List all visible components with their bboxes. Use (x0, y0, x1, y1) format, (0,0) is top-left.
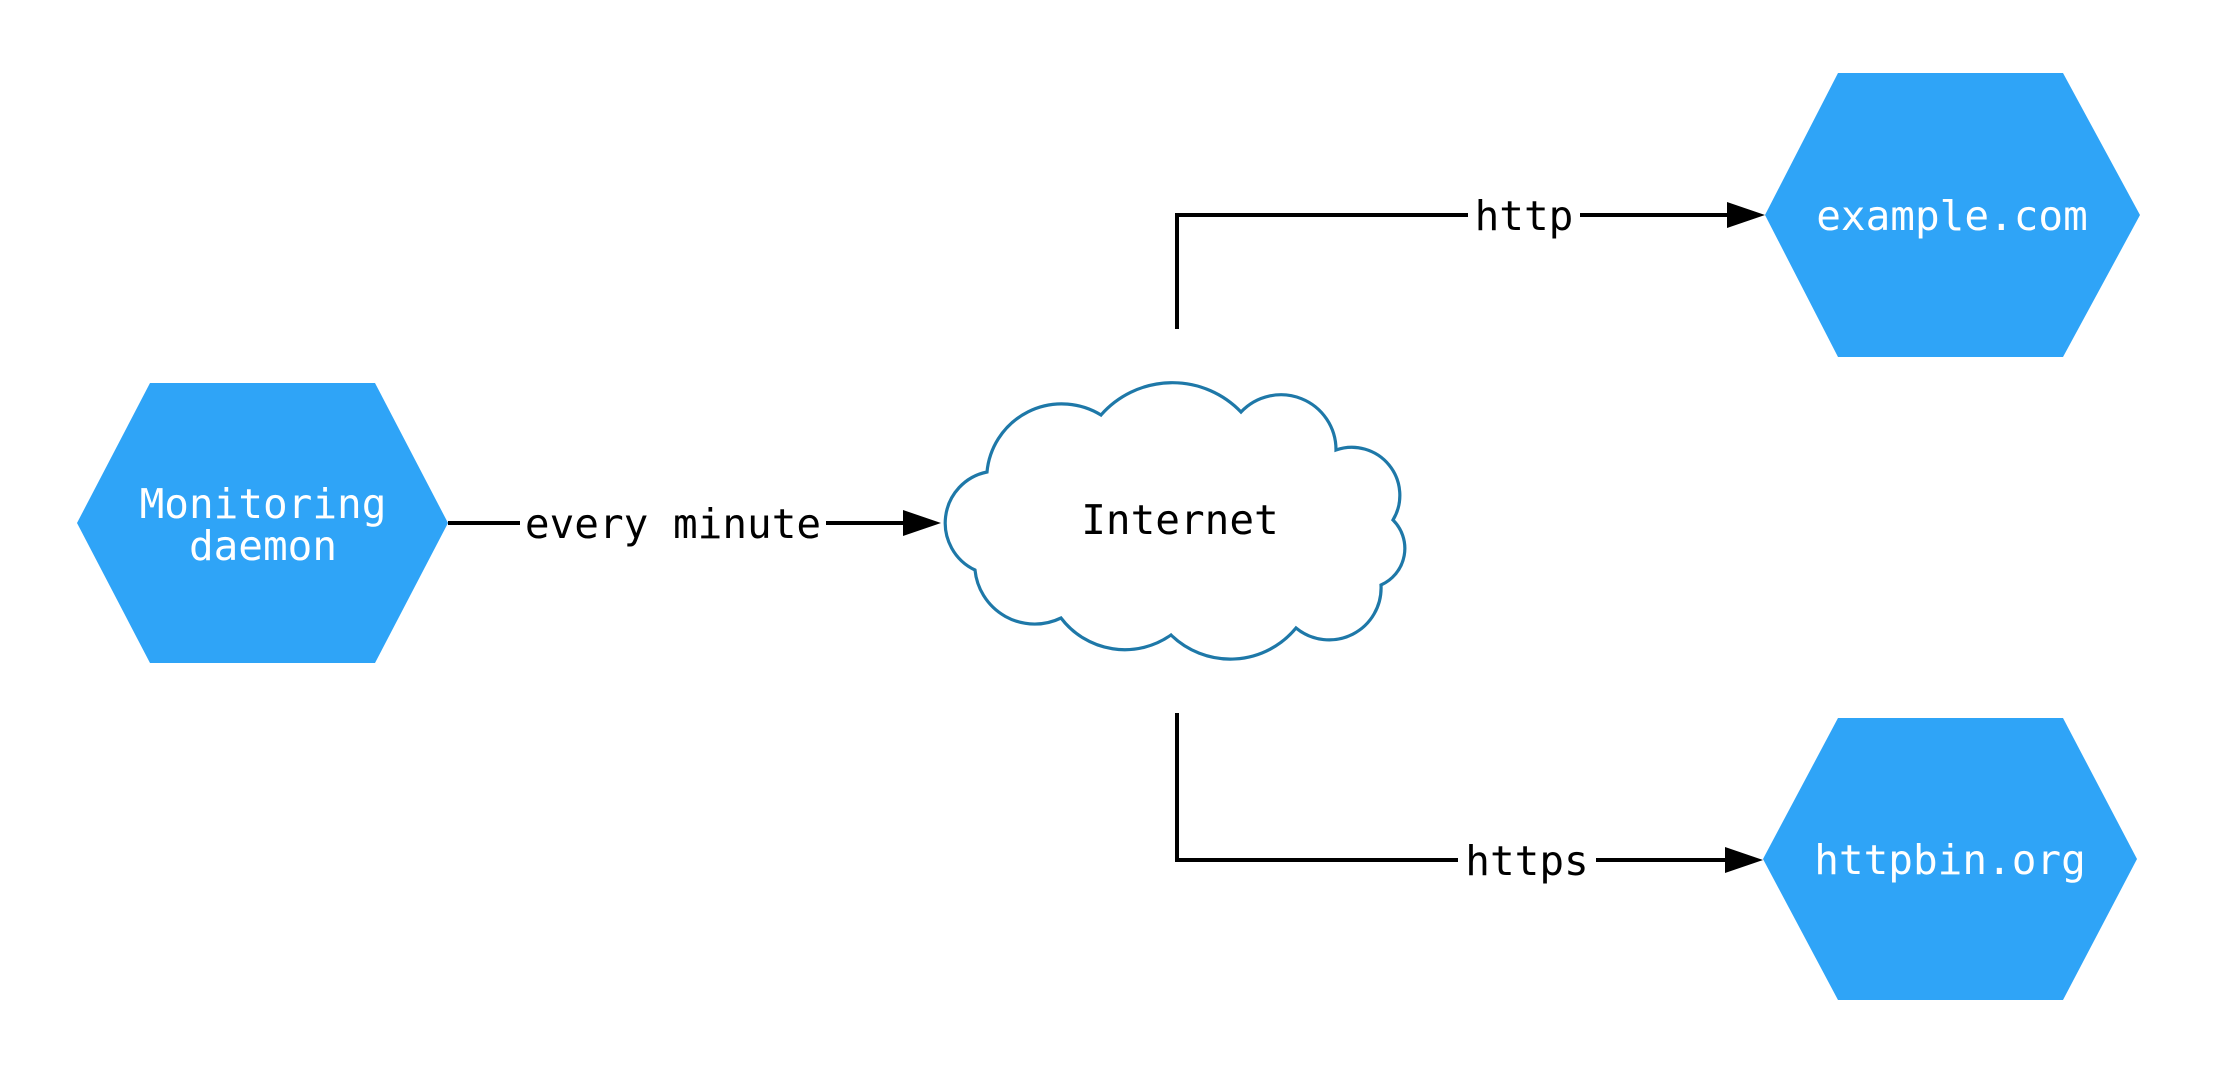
edge-http-label-bg (1468, 187, 1580, 241)
edge-http-line (1175, 213, 1729, 329)
edge-http-label: http (1475, 192, 1574, 240)
edge-every-minute-arrowhead-icon (903, 510, 941, 536)
edge-https-arrowhead-icon (1725, 847, 1763, 873)
monitoring-daemon-hexagon (77, 383, 448, 663)
internet-label: Internet (1081, 496, 1278, 544)
example-com-hexagon (1765, 73, 2140, 357)
edge-https-label-bg (1458, 832, 1596, 886)
internet-cloud-shape (943, 381, 1407, 661)
example-com-label: example.com (1816, 192, 2088, 240)
edge-every-minute: every minute (448, 495, 941, 549)
monitoring-daemon-label-line2: daemon (189, 522, 337, 570)
edge-every-minute-label: every minute (525, 500, 821, 548)
edge-http-arrowhead-icon (1727, 202, 1765, 228)
edge-every-minute-label-bg (520, 495, 826, 549)
httpbin-org-label: httpbin.org (1814, 836, 2086, 884)
monitoring-daemon-label-line1: Monitoring (140, 480, 387, 528)
edge-https-line (1175, 713, 1727, 862)
httpbin-org-hexagon (1763, 718, 2137, 1000)
node-internet: Internet (943, 381, 1407, 661)
node-example-com: example.com (1765, 73, 2140, 357)
edge-https: https (1175, 713, 1763, 886)
edge-https-label: https (1465, 837, 1588, 885)
edge-http: http (1175, 187, 1765, 329)
node-httpbin-org: httpbin.org (1763, 718, 2137, 1000)
node-monitoring-daemon: Monitoring daemon (77, 383, 448, 663)
